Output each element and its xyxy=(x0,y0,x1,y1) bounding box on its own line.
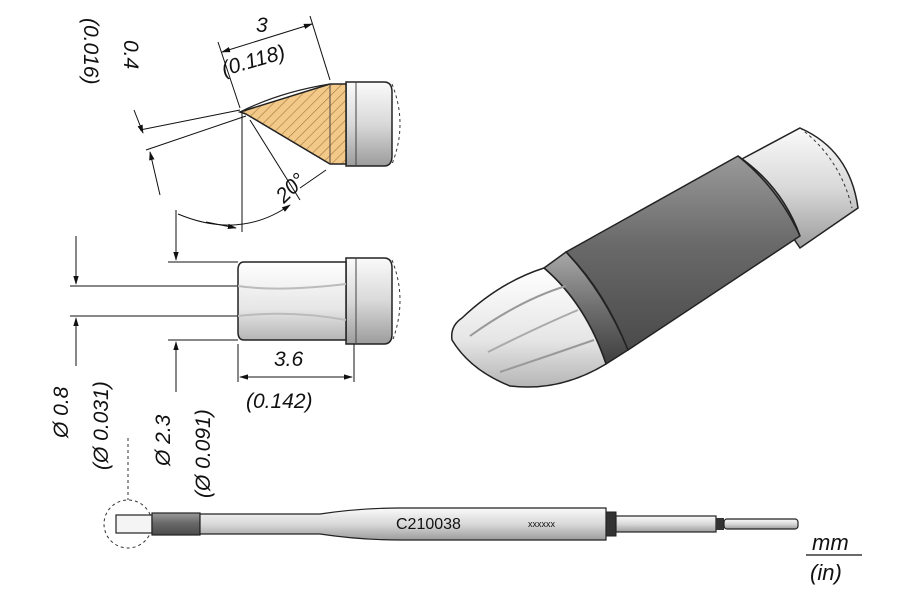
unit-secondary: (in) xyxy=(810,560,842,585)
perspective-render xyxy=(450,127,859,388)
serial-mark: xxxxxx xyxy=(528,519,556,529)
bevel-length-in: (0.118) xyxy=(219,41,288,81)
tip-width-in: (Ø 0.031) xyxy=(90,381,113,470)
cartridge-tip xyxy=(115,514,153,534)
tip-thickness-in: (0.016) xyxy=(79,18,102,85)
front-view-detail xyxy=(70,210,401,392)
shank-diameter-in: (Ø 0.091) xyxy=(192,409,215,498)
front-view-tip xyxy=(237,261,347,341)
front-view-collar xyxy=(345,257,393,345)
side-view-collar xyxy=(345,81,393,167)
units-legend: mm (in) xyxy=(806,530,862,585)
tip-thickness-mm: 0.4 xyxy=(119,40,142,69)
cartridge-body xyxy=(199,507,607,541)
tip-length-in: (0.142) xyxy=(246,390,313,413)
tip-width-mm: Ø 0.8 xyxy=(50,386,73,439)
unit-primary: mm xyxy=(812,530,849,555)
chisel-tip xyxy=(450,267,607,388)
full-cartridge xyxy=(103,438,799,549)
tip-length-mm: 3.6 xyxy=(274,348,304,371)
bevel-length-mm: 3 xyxy=(256,14,268,37)
side-view-detail xyxy=(133,15,401,232)
bevel-angle: 20° xyxy=(271,169,311,208)
shank-diameter-mm: Ø 2.3 xyxy=(152,414,175,467)
rear-shaft xyxy=(738,127,859,250)
part-number: C210038 xyxy=(396,516,461,533)
